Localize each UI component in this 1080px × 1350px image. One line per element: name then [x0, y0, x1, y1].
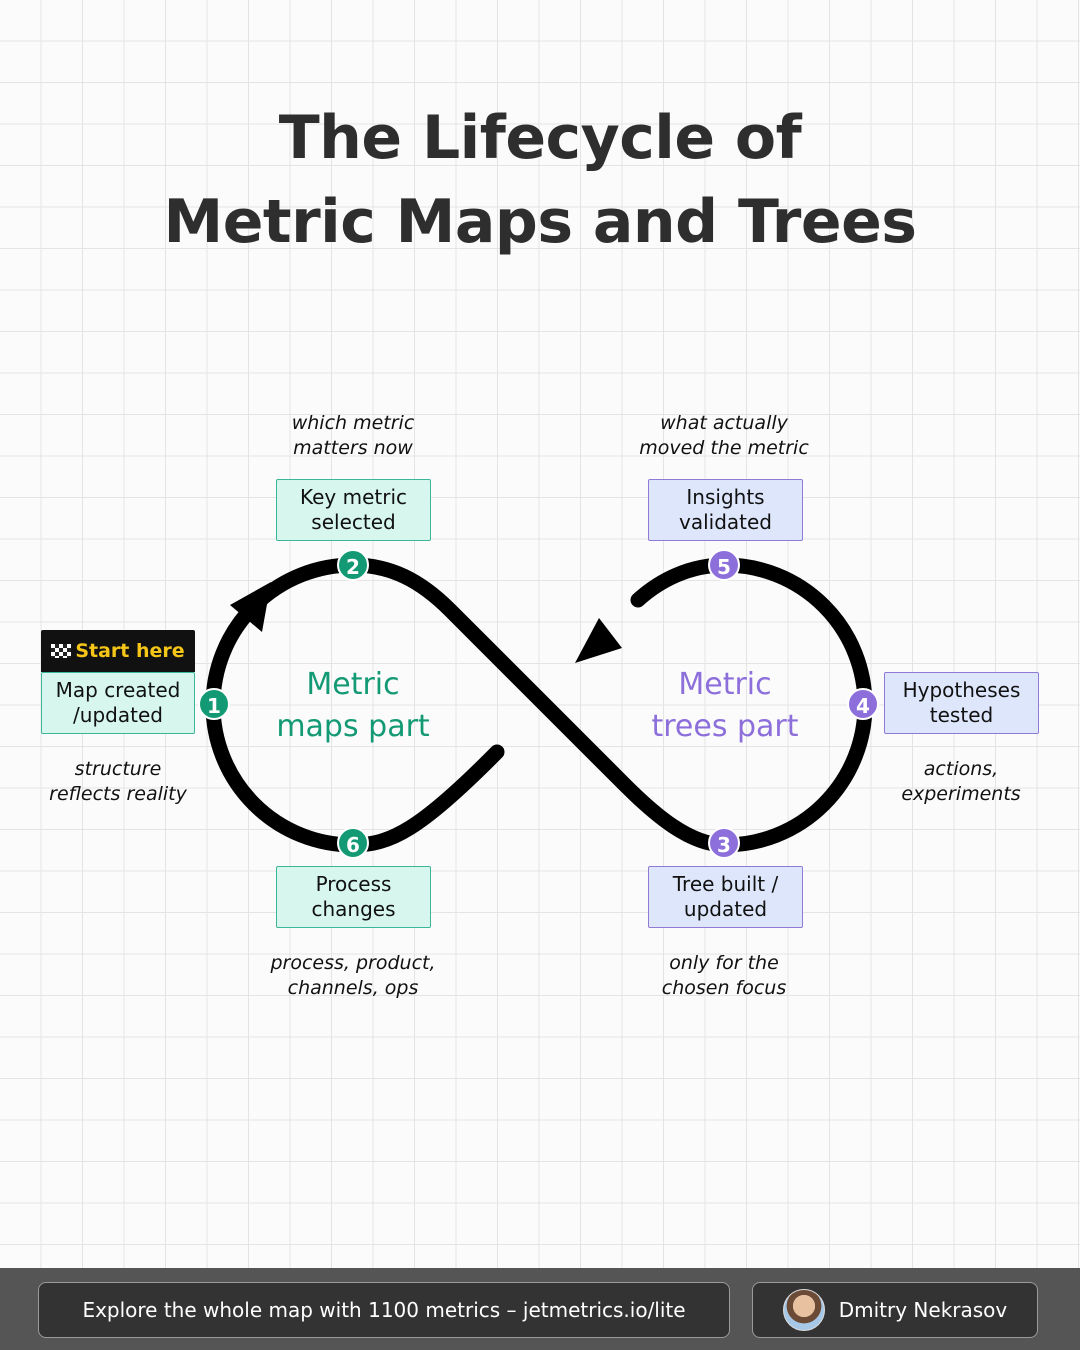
explore-link-button[interactable]: Explore the whole map with 1100 metrics …: [38, 1282, 730, 1338]
metric-maps-part-label: Metric maps part: [276, 667, 430, 744]
step-4-box: Hypotheses tested: [884, 672, 1039, 734]
step-5-box: Insights validated: [648, 479, 803, 541]
metric-trees-part-label: Metric trees part: [651, 667, 799, 744]
title-line-1: The Lifecycle of: [278, 103, 802, 173]
arrowhead-trees-loop: [575, 618, 622, 663]
step-3-box: Tree built / updated: [648, 866, 803, 928]
checkered-flag-icon: [51, 644, 72, 658]
arrowhead-maps-loop: [230, 582, 271, 632]
step-3-note: only for the chosen focus: [661, 952, 787, 999]
explore-link-text: Explore the whole map with 1100 metrics …: [82, 1298, 686, 1322]
author-badge[interactable]: Dmitry Nekrasov: [752, 1282, 1038, 1338]
start-here-label: Start here: [41, 630, 195, 672]
step-2-badge: 2: [337, 549, 369, 581]
start-here-text: Start here: [75, 640, 185, 662]
step-6-badge: 6: [337, 827, 369, 859]
avatar: [782, 1289, 825, 1331]
title-line-2: Metric Maps and Trees: [163, 187, 917, 257]
step-4-note: actions, experiments: [901, 758, 1021, 805]
step-1-badge: 1: [198, 688, 230, 720]
page-title: The Lifecycle of Metric Maps and Trees: [0, 96, 1080, 264]
step-4-badge: 4: [847, 688, 879, 720]
step-6-box: Process changes: [276, 866, 431, 928]
step-1-note: structure reflects reality: [49, 758, 187, 805]
loop-path: [205, 557, 873, 853]
step-5-badge: 5: [708, 549, 740, 581]
author-name: Dmitry Nekrasov: [838, 1298, 1008, 1322]
step-5-note: what actually moved the metric: [639, 412, 809, 459]
step-6-note: process, product, channels, ops: [270, 952, 436, 999]
step-2-box: Key metric selected: [276, 479, 431, 541]
step-2-note: which metric matters now: [291, 412, 415, 459]
step-3-badge: 3: [708, 827, 740, 859]
step-1-box: Map created /updated: [41, 672, 195, 734]
